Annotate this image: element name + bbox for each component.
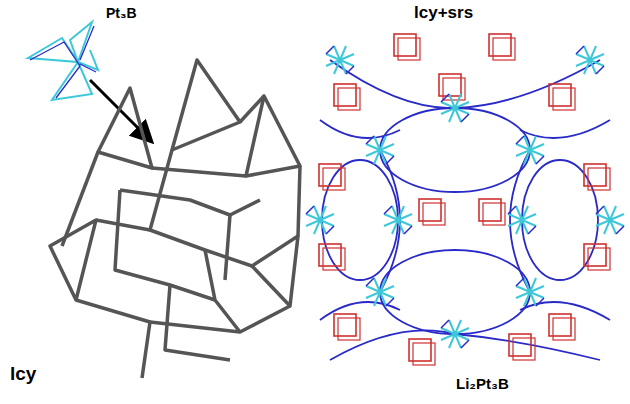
pt3b-unit [28,22,98,100]
lcy-net [50,60,300,378]
figure-label: Li₂Pt₃B [456,376,509,393]
figure-label: lcy+srs [414,4,473,23]
lcy-srs-net [306,34,624,365]
figure-label: Pt₃B [106,6,137,21]
figure-label: lcy [10,364,36,385]
